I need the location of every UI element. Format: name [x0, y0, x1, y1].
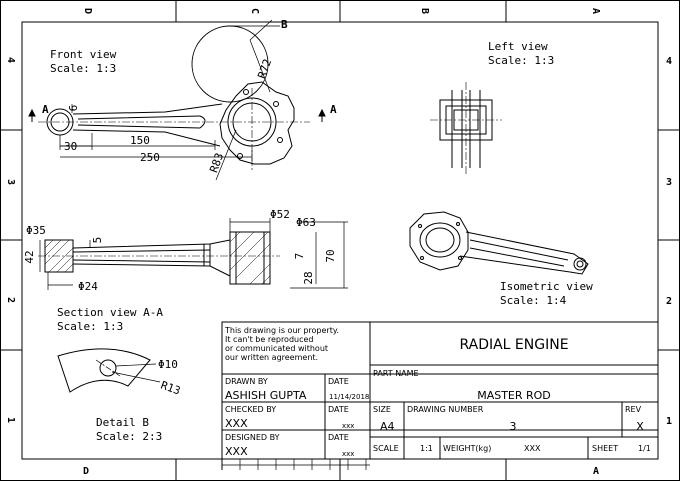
zone-left-3: 3 [5, 179, 16, 185]
drawn-by-value: ASHISH GUPTA [225, 389, 307, 402]
dim-r13: R13 [159, 379, 182, 398]
dim-d70: 70 [324, 249, 337, 262]
rev-value: X [636, 420, 644, 433]
date-label-designed: DATE [328, 433, 349, 442]
zone-left-1: 1 [5, 417, 16, 423]
dim-d250: 250 [140, 151, 160, 164]
zone-right-3: 3 [666, 177, 672, 188]
section-label-a-left: A [42, 103, 49, 116]
date-drawn-value: 11/14/2018 [329, 393, 369, 401]
detail-b-scale: Scale: 2:3 [96, 430, 162, 443]
isometric-view-scale: Scale: 1:4 [500, 294, 567, 307]
dim-dia24: Φ24 [78, 280, 98, 293]
dim-d30: 30 [64, 140, 77, 153]
zone-top-d: D [82, 8, 93, 14]
zone-top-c: C [249, 8, 260, 14]
company-name: RADIAL ENGINE [459, 337, 568, 353]
title-block-grid [221, 321, 659, 470]
drawn-by-label: DRAWN BY [225, 377, 268, 386]
isometric-view-title: Isometric view [500, 280, 593, 293]
title-block-ruler [222, 459, 370, 470]
zone-right-2: 2 [666, 296, 672, 307]
zone-top-a: A [590, 8, 601, 14]
front-view-dim-lines [59, 19, 280, 181]
sheet-value: 1/1 [638, 444, 651, 453]
zone-bottom-a: A [593, 466, 599, 477]
drawing-number-label: DRAWING NUMBER [407, 405, 484, 414]
scale-value: 1:1 [420, 444, 433, 453]
section-view-dim-lines [39, 218, 348, 290]
zone-top-b: B [419, 8, 430, 14]
rev-label: REV [625, 405, 642, 414]
zone-left-4: 4 [5, 57, 16, 63]
dim-d28: 28 [302, 271, 315, 284]
notice-line-4: our written agreement. [225, 353, 318, 362]
date-label-checked: DATE [328, 405, 349, 414]
dim-d5: 5 [91, 237, 104, 244]
isometric-view-part [409, 211, 589, 275]
dim-dia10: Φ10 [158, 358, 178, 371]
notice-line-2: It can't be reproduced [225, 335, 314, 344]
dim-dia63: Φ63 [296, 216, 316, 229]
dim-d6: 6 [67, 105, 80, 112]
section-view-scale: Scale: 1:3 [57, 320, 123, 333]
dim-r72: R72 [255, 57, 274, 80]
dim-d150: 150 [130, 134, 150, 147]
front-view-centerlines [38, 88, 310, 170]
notice-line-3: or communicated without [225, 344, 328, 353]
zone-left-2: 2 [5, 297, 16, 303]
dim-dia35: Φ35 [26, 224, 46, 237]
detail-b-label: B [281, 18, 288, 31]
part-name-label: PART NAME [373, 369, 419, 378]
scale-label: SCALE [373, 444, 399, 453]
zone-right-4: 4 [666, 56, 672, 67]
front-view-scale: Scale: 1:3 [50, 62, 116, 75]
size-value: A4 [380, 420, 395, 433]
section-label-a-right: A [330, 103, 337, 116]
left-view-scale: Scale: 1:3 [488, 54, 554, 67]
section-hatch [44, 231, 271, 285]
dim-d42: 42 [23, 250, 36, 263]
left-view-centerlines [430, 82, 502, 175]
checked-by-label: CHECKED BY [225, 405, 276, 414]
size-label: SIZE [373, 405, 391, 414]
zone-right-1: 1 [666, 416, 672, 427]
dim-d7: 7 [293, 253, 306, 260]
designed-by-label: DESIGNED BY [225, 433, 280, 442]
date-checked-value: xxx [342, 422, 354, 430]
part-name-value: MASTER ROD [477, 389, 551, 402]
section-view-title: Section view A-A [57, 306, 163, 319]
weight-value: XXX [524, 444, 541, 453]
dim-r83: R83 [207, 151, 226, 174]
designed-by-value: XXX [225, 445, 248, 458]
date-label-drawn: DATE [328, 377, 349, 386]
front-view-title: Front view [50, 48, 117, 61]
section-line-a-a [28, 108, 326, 122]
detail-b-title: Detail B [96, 416, 149, 429]
sheet-label: SHEET [592, 444, 618, 453]
left-view-title: Left view [488, 40, 548, 53]
detail-b-dim-lines [95, 359, 161, 383]
drawing-number-value: 3 [510, 420, 517, 433]
zone-bottom-d: D [83, 466, 89, 477]
detail-b-part [57, 348, 151, 393]
checked-by-value: XXX [225, 417, 248, 430]
dim-dia52: Φ52 [270, 208, 290, 221]
date-designed-value: xxx [342, 450, 354, 458]
weight-label: WEIGHT(kg) [443, 444, 491, 453]
notice-line-1: This drawing is our property. [224, 326, 339, 335]
